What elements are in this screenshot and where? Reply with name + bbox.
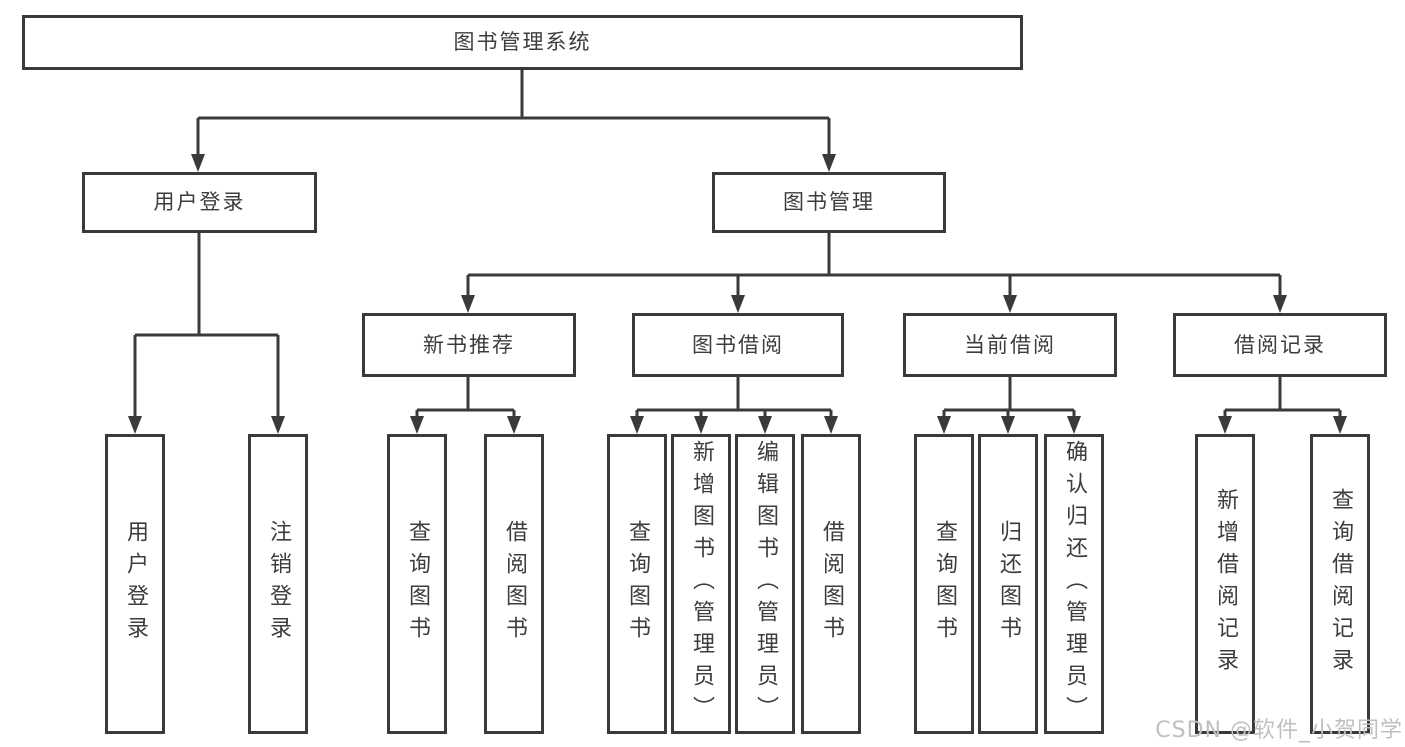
leaf-query-borrow-record: 查询借阅记录 bbox=[1310, 434, 1370, 734]
leaf-recommend-borrow-book: 借阅图书 bbox=[484, 434, 544, 734]
leaf-edit-book-admin: 编辑图书（管理员） bbox=[735, 434, 795, 734]
leaf-add-borrow-record: 新增借阅记录 bbox=[1195, 434, 1255, 734]
leaf-add-book-admin: 新增图书（管理员） bbox=[671, 434, 731, 734]
node-borrow-record: 借阅记录 bbox=[1173, 313, 1387, 377]
leaf-confirm-return-admin: 确认归还（管理员） bbox=[1044, 434, 1104, 734]
leaf-borrow-book: 借阅图书 bbox=[801, 434, 861, 734]
leaf-current-query-book: 查询图书 bbox=[914, 434, 974, 734]
leaf-user-login: 用户登录 bbox=[105, 434, 165, 734]
node-book-borrow: 图书借阅 bbox=[632, 313, 844, 377]
node-current-borrow: 当前借阅 bbox=[903, 313, 1117, 377]
leaf-borrow-query-book: 查询图书 bbox=[607, 434, 667, 734]
node-new-book-recommend: 新书推荐 bbox=[362, 313, 576, 377]
leaf-logout: 注销登录 bbox=[248, 434, 308, 734]
leaf-recommend-query-book: 查询图书 bbox=[387, 434, 447, 734]
csdn-watermark: CSDN @软件_小贺同学 bbox=[1155, 718, 1403, 743]
leaf-return-book: 归还图书 bbox=[978, 434, 1038, 734]
node-root-library-system: 图书管理系统 bbox=[22, 15, 1023, 70]
node-user-login: 用户登录 bbox=[82, 172, 317, 233]
node-book-management: 图书管理 bbox=[712, 172, 946, 233]
